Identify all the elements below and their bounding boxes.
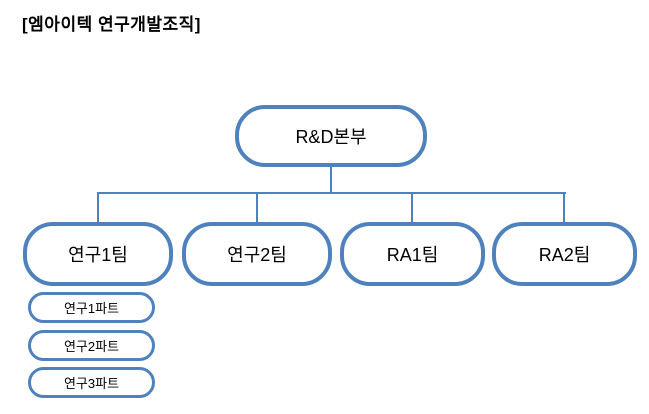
node-ra-team-1: RA1팀 — [340, 222, 485, 286]
node-label: 연구1파트 — [63, 301, 120, 316]
node-label: 연구2팀 — [227, 245, 287, 265]
node-research-team-1: 연구1팀 — [23, 222, 173, 286]
connector-horizontal — [97, 192, 566, 194]
chart-title: [엠아이텍 연구개발조직] — [22, 15, 201, 34]
node-label: 연구3파트 — [63, 376, 120, 391]
connector-drop-team3 — [411, 193, 413, 222]
node-label: RA1팀 — [386, 245, 439, 265]
node-label: R&D본부 — [295, 127, 367, 147]
node-label: 연구2파트 — [63, 339, 120, 354]
connector-drop-team2 — [256, 193, 258, 222]
node-research-part-2: 연구2파트 — [28, 330, 155, 361]
connector-drop-team1 — [97, 193, 99, 222]
node-research-team-2: 연구2팀 — [182, 222, 332, 286]
node-research-part-1: 연구1파트 — [28, 292, 155, 323]
node-rnd-headquarters: R&D본부 — [235, 105, 427, 167]
node-label: RA2팀 — [538, 245, 591, 265]
connector-drop-team4 — [563, 193, 565, 222]
node-label: 연구1팀 — [68, 245, 128, 265]
node-research-part-3: 연구3파트 — [28, 367, 155, 398]
node-ra-team-2: RA2팀 — [492, 222, 637, 286]
connector-root-drop — [330, 166, 332, 194]
